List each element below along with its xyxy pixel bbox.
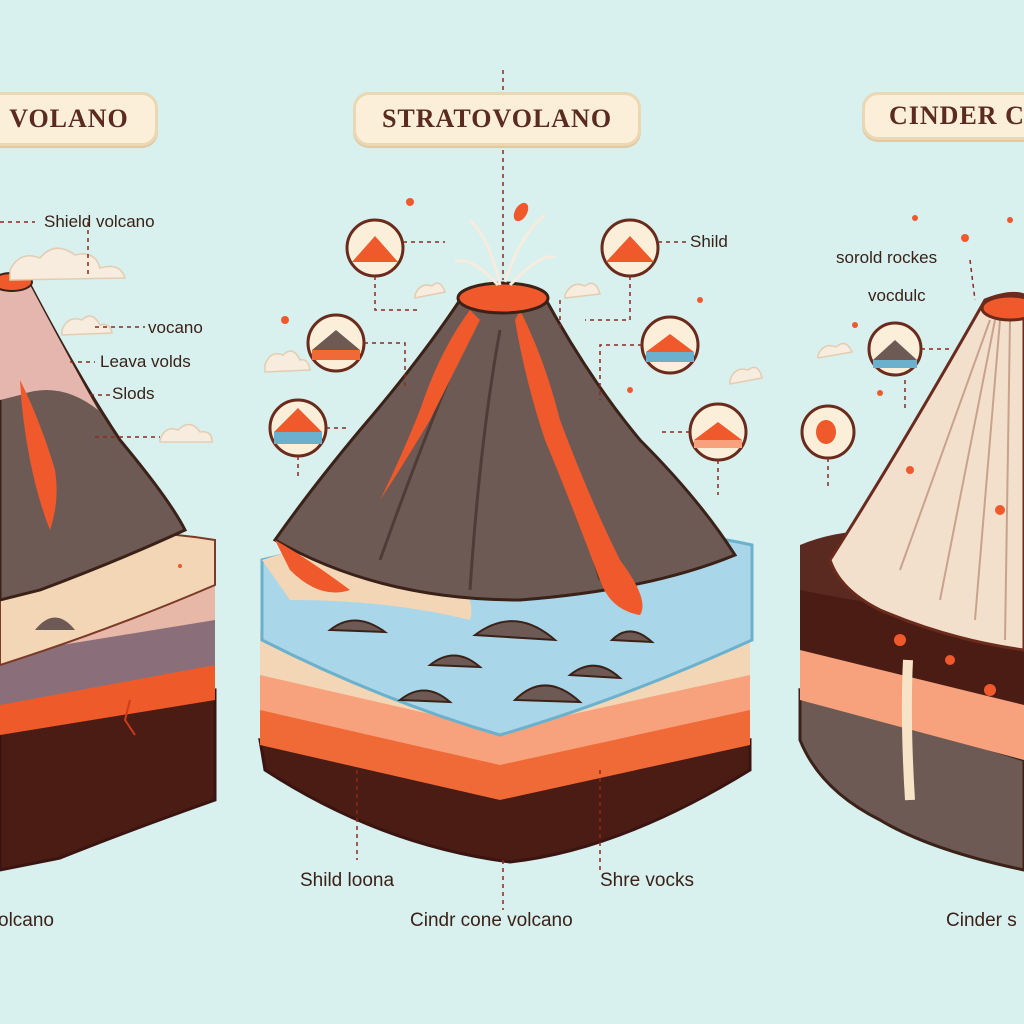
left-lava-stream xyxy=(20,380,57,530)
left-leader-lines xyxy=(0,221,160,438)
decorative-dots xyxy=(178,198,1013,568)
left-volcano-block xyxy=(0,272,217,872)
label-left-slods: Slods xyxy=(112,384,155,403)
label-right-vocdulc: vocdulc xyxy=(868,286,926,305)
left-crack xyxy=(123,699,136,736)
center-volcano-body xyxy=(272,290,738,602)
label-right-bottom: Cinder s xyxy=(946,910,1017,931)
inset-circle-left-mid xyxy=(306,313,366,373)
center-block-orange-layer-1 xyxy=(260,670,750,765)
right-crater xyxy=(980,294,1024,322)
title-right: CINDER C xyxy=(862,92,1024,140)
center-block-orange-layer-2 xyxy=(260,705,750,800)
right-volcano-block xyxy=(798,291,1024,872)
right-cone-body xyxy=(828,291,1024,652)
right-inset-circles xyxy=(800,321,923,460)
left-block-bottom-layer xyxy=(0,688,217,872)
right-cone-ridges xyxy=(899,319,1011,641)
center-lava-stream-1 xyxy=(515,310,643,615)
left-rock xyxy=(35,617,75,630)
center-lava-stream-3 xyxy=(275,540,350,593)
left-block-orange-layer xyxy=(0,660,215,735)
right-leader-lines xyxy=(827,259,976,490)
label-left-leava-volds: Leava volds xyxy=(100,352,191,371)
label-center-shre-vocks: Shre vocks xyxy=(600,870,694,891)
right-inset-circle-low xyxy=(800,404,856,460)
right-block-orange-layer xyxy=(800,640,1024,760)
center-lava-stream-2 xyxy=(380,310,480,500)
right-magma-conduit xyxy=(901,659,915,801)
left-block-grey-layer xyxy=(0,615,215,705)
left-clouds xyxy=(9,247,213,443)
center-eruption-spray xyxy=(454,213,556,287)
inset-circle-left-top xyxy=(345,218,405,278)
center-ridge-2 xyxy=(468,329,502,591)
inset-circle-right-low xyxy=(688,402,748,462)
inset-circle-right-top xyxy=(600,218,660,278)
label-center-shild-loona: Shild loona xyxy=(300,870,395,891)
center-volcano-block xyxy=(258,202,754,864)
inset-circle-right-mid xyxy=(640,315,700,375)
center-lava-bomb xyxy=(513,202,529,222)
label-right-sorold-rockes: sorold rockes xyxy=(836,248,938,267)
right-inset-circle-top xyxy=(867,321,923,377)
label-left-vocano: vocano xyxy=(148,318,203,337)
center-crater xyxy=(456,281,550,315)
title-center: STRATOVOLANO xyxy=(353,92,641,146)
center-rocks xyxy=(327,619,655,704)
label-left-shield-volcano: Shield volcano xyxy=(44,212,155,231)
right-lava-blobs xyxy=(894,466,1005,696)
left-volcano-upper-slope xyxy=(0,275,98,410)
label-left-bottom: olcano xyxy=(0,910,54,931)
title-left: VOLANO xyxy=(0,92,158,146)
inset-circle-left-low xyxy=(268,398,328,458)
label-center-shild: Shild xyxy=(690,232,728,251)
right-clouds xyxy=(817,342,854,359)
center-clouds xyxy=(264,282,763,385)
label-center-bottom: Cindr cone volcano xyxy=(410,910,573,931)
